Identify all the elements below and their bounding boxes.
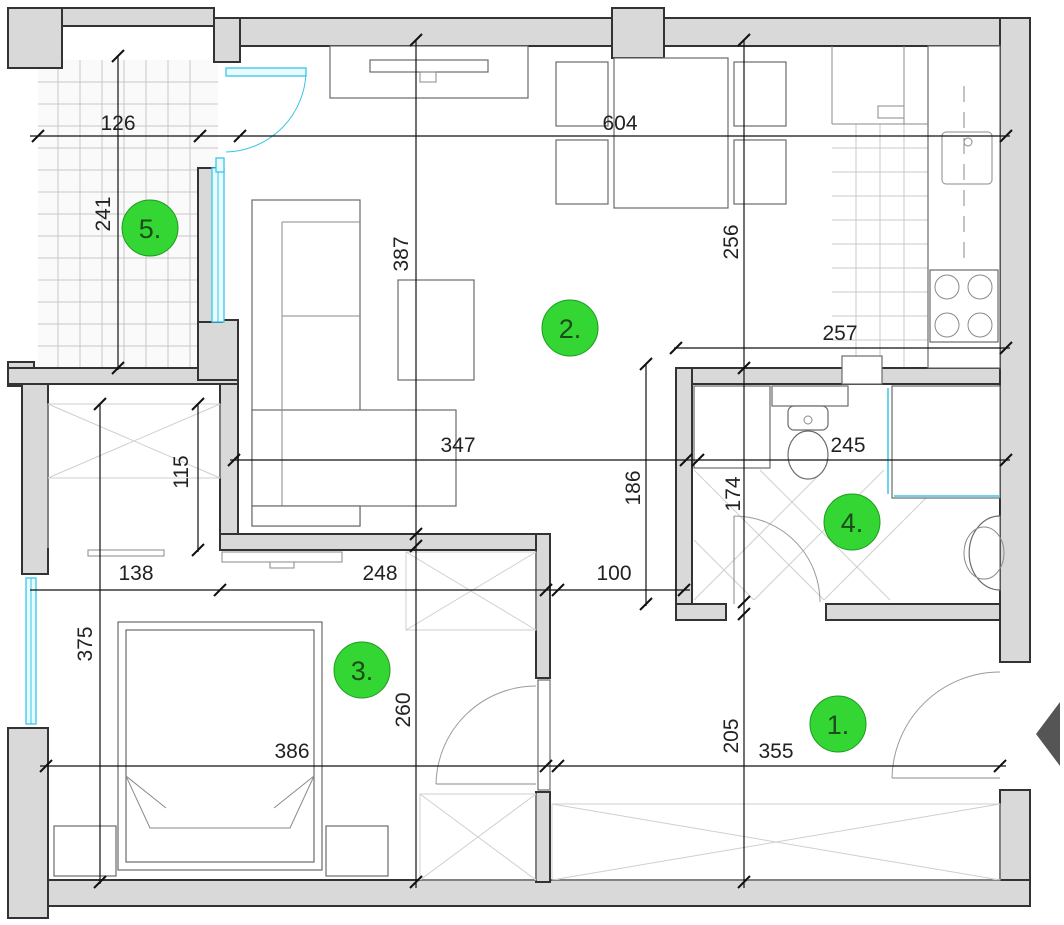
- room-label-4: 4.: [841, 508, 864, 538]
- room-label-3: 3.: [351, 656, 374, 686]
- dim-100: 100: [596, 562, 631, 585]
- dim-260: 260: [392, 692, 415, 727]
- doors: [435, 671, 1001, 791]
- windows: [25, 67, 307, 725]
- dim-138: 138: [118, 562, 153, 585]
- dim-186: 186: [622, 470, 645, 505]
- walls: [7, 7, 1031, 919]
- dim-375: 375: [74, 626, 97, 661]
- room-marker-2: 2.: [541, 299, 599, 357]
- dim-248: 248: [362, 562, 397, 585]
- room-label-2: 2.: [559, 314, 582, 344]
- dim-347: 347: [440, 434, 475, 457]
- kitchen-counter: [831, 45, 1001, 385]
- dim-126: 126: [100, 112, 135, 135]
- room-marker-3: 3.: [333, 641, 391, 699]
- sofa: [251, 199, 457, 527]
- room-label-1: 1.: [827, 710, 850, 740]
- dim-205: 205: [720, 718, 743, 753]
- terrace-tiles: [38, 60, 218, 368]
- room-label-5: 5.: [139, 214, 162, 244]
- coffee-table: [397, 279, 475, 381]
- tv-unit: [329, 45, 529, 99]
- dim-386: 386: [274, 740, 309, 763]
- dim-115: 115: [170, 455, 193, 488]
- bathroom-fixtures: [693, 385, 1005, 604]
- nightstands: [53, 825, 389, 877]
- room-marker-5: 5.: [121, 199, 179, 257]
- dimension-lines: [30, 40, 1010, 888]
- bed: [117, 621, 323, 871]
- dim-257: 257: [822, 322, 857, 345]
- dining-table: [555, 57, 787, 209]
- dim-355: 355: [758, 740, 793, 763]
- dim-256: 256: [720, 224, 743, 259]
- dimension-ticks: [31, 33, 1013, 889]
- dim-604: 604: [602, 112, 637, 135]
- room-marker-1: 1.: [809, 695, 867, 753]
- dim-387: 387: [390, 236, 413, 271]
- entrance-arrow-icon: [1036, 702, 1060, 766]
- room-marker-4: 4.: [823, 493, 881, 551]
- dim-245: 245: [830, 434, 865, 457]
- dimension-labels: 126 604 241 387 256 257 347 245 115 186 …: [74, 112, 866, 763]
- dim-174: 174: [722, 476, 745, 511]
- dim-241: 241: [92, 196, 115, 231]
